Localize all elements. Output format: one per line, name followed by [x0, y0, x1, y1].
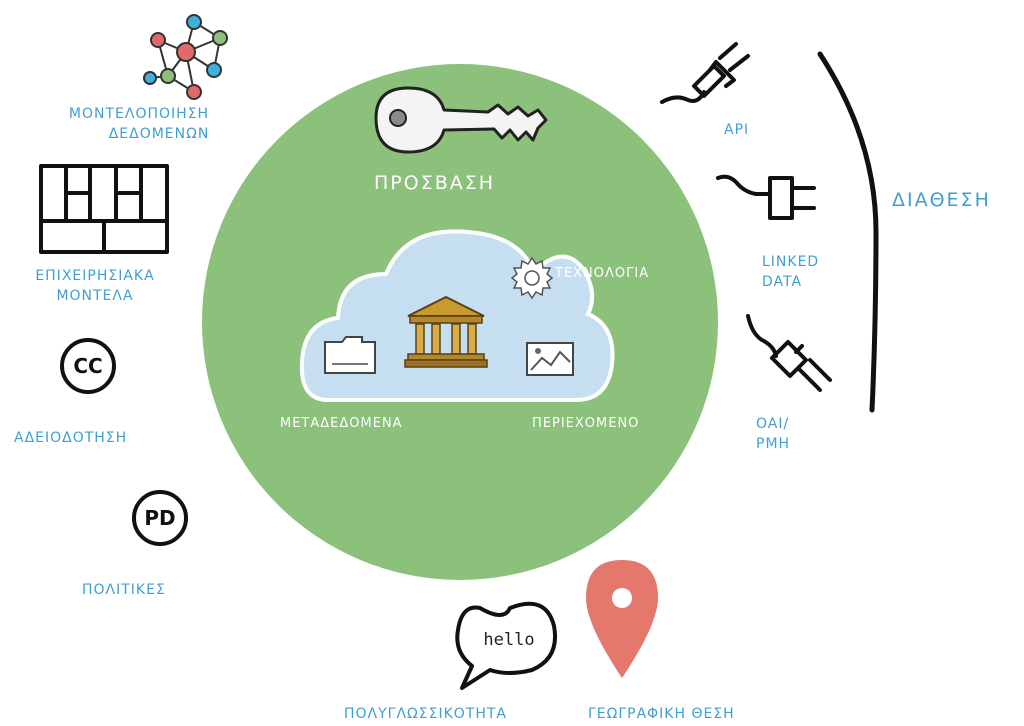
network-icon [143, 14, 228, 100]
oai-pmh-label: OAI/ PMH [756, 416, 791, 452]
public-domain-icon [132, 490, 188, 546]
access-label: ΠΡΟΣΒΑΣΗ [374, 172, 496, 194]
creative-commons-icon [60, 338, 116, 394]
licensing-label: ΑΔΕΙΟΔΟΤΗΣΗ [14, 430, 128, 446]
plug-icon-oai-pmh [746, 314, 832, 392]
business-models-label: ΕΠΙΧΕΙΡΗΣΙΑΚΑ ΜΟΝΤΕΛΑ [35, 268, 155, 304]
availability-bracket [817, 51, 879, 413]
museum-icon [404, 295, 488, 368]
folder-icon [324, 336, 376, 374]
linked-data-label: LINKED DATA [762, 254, 820, 290]
image-icon [526, 342, 574, 376]
key-icon [374, 86, 548, 154]
content-label: ΠΕΡΙΕΧΟΜΕΝΟ [532, 416, 640, 431]
api-label: API [724, 122, 750, 138]
multilingualism-label: ΠΟΛΥΓΛΩΣΣΙΚΟΤΗΤΑ [344, 706, 507, 722]
hello-text: hello [483, 630, 535, 650]
cc-icon-text: CC [73, 354, 103, 378]
availability-label: ΔΙΑΘΕΣΗ [892, 189, 991, 211]
geolocation-label: ΓΕΩΓΡΑΦΙΚΗ ΘΕΣΗ [588, 706, 735, 722]
metadata-label: ΜΕΤΑΔΕΔΟΜΕΝΑ [280, 416, 403, 431]
pd-icon-text: PD [144, 506, 176, 530]
plug-icon-api [660, 42, 750, 104]
policies-label: ΠΟΛΙΤΙΚΕΣ [82, 582, 166, 598]
gear-icon [510, 256, 554, 300]
plug-icon-linked-data [716, 174, 816, 220]
data-modeling-label: ΜΟΝΤΕΛΟΠΟΙΗΣΗ ΔΕΔΟΜΕΝΩΝ [68, 106, 210, 142]
speech-bubble-icon [455, 601, 557, 690]
technology-label: ΤΕΧΝΟΛΟΓΙΑ [555, 266, 650, 281]
business-model-canvas-icon [39, 164, 169, 254]
location-pin-icon [586, 560, 658, 678]
